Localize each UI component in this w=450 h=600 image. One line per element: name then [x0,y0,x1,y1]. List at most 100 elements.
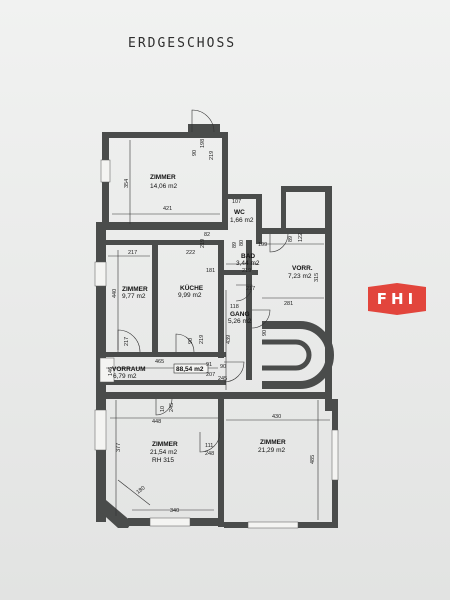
windows [94,159,339,529]
dim-label: 219 [242,268,251,274]
logo-text: FHI [376,290,418,308]
dim-label: 430 [272,414,281,420]
wall [96,500,132,528]
dim-label: 315 [314,273,320,282]
dim-label: 448 [152,419,161,425]
fhi-logo: FHI [368,283,426,315]
wall [152,240,158,352]
door-swing [199,431,221,453]
dim-label: 122 [298,233,304,242]
stair-wall [262,321,334,389]
wall [102,132,228,138]
logo-shape [368,283,426,315]
window [99,357,115,383]
wall [218,240,224,358]
dim-label: 90 [220,364,226,370]
door-swing [175,333,195,353]
dim-label: 109 [258,242,267,248]
wall [325,186,332,411]
door-swing [251,309,271,329]
dim-label: 281 [284,301,293,307]
room-area-vorraum: 6,79 m2 [113,373,137,380]
wall [228,194,262,199]
stair-wall [262,339,312,371]
dim-label: 245 [169,403,175,412]
dim-label: 82 [204,232,210,238]
dim-label: 219 [199,335,205,344]
dim-label: 10 [160,406,166,412]
room-area-zimmer-small: 9,77 m2 [122,293,146,300]
dim-label: 248 [205,451,214,457]
room-area-vorr: 7,23 m2 [288,273,312,280]
wall [106,240,224,245]
dim-label: 217 [128,250,137,256]
door-swing [155,398,173,416]
dim-label: 421 [163,206,172,212]
dimension-labels: 198 90 219 354 421 107 82 217 222 219 18… [108,139,320,514]
wall [246,240,252,380]
dim-label: 90 [192,150,198,156]
room-name-zimmer-right: ZIMMER [260,439,286,446]
door-swing [235,284,253,302]
dim-label: 219 [209,151,215,160]
room-area-zimmer-left: 21,54 m2 [150,449,177,456]
room-name-bad: BAD [241,253,255,260]
window [149,517,191,527]
dim-label: 485 [310,455,316,464]
dim-label: 111 [205,443,213,449]
wall [106,380,226,385]
dimension-lines [106,140,330,520]
dim-label: 245 [218,376,227,382]
dim-label: 440 [112,289,118,298]
wall [96,222,228,230]
total-area: 88,54 m2 [176,366,204,373]
room-area-bad: 3,44 m2 [236,260,260,267]
door-swing [223,361,245,383]
room-name-wc: WC [234,209,245,216]
wall [262,228,332,234]
room-area-zimmer-right: 21,29 m2 [258,447,285,454]
dim-label: 91 [206,362,212,368]
dim-label: 90 [262,330,268,336]
plan-heading: ERDGESCHOSS [128,36,237,51]
dim-label: 180 [136,485,147,495]
dim-label: 118 [230,304,239,310]
dim-label: 181 [206,268,215,274]
wall [224,270,258,275]
dim-label: 217 [124,337,130,346]
dim-label: 439 [226,335,232,344]
wall [106,352,226,357]
room-name-kueche: KÜCHE [180,283,204,292]
room-area-kueche: 9,99 m2 [178,292,202,299]
room-labels: ZIMMER 14,06 m2 WC 1,66 m2 BAD 3,44 m2 V… [112,174,313,464]
dim-line [117,479,151,506]
logo-badge-icon [368,283,426,315]
dim-label: 465 [155,359,164,365]
dim-label: 146 [108,367,114,376]
doors [117,109,289,453]
dim-label: 89 [232,242,238,248]
total-area-box [173,363,209,374]
window [94,261,107,287]
dim-label: 354 [124,179,130,188]
dim-label: 107 [232,199,241,205]
room-name-vorraum: VORRAUM [112,366,146,373]
room-name-zimmer-small: ZIMMER [122,286,148,293]
wall [281,186,325,192]
room-note-zimmer-left: RH 315 [152,457,174,464]
dim-label: 207 [206,372,215,378]
door-swing [269,233,289,253]
room-area-gang: 5,26 m2 [228,318,252,325]
room-name-zimmer-top: ZIMMER [150,174,176,181]
dim-label: 80 [239,240,245,246]
door-swing [191,109,215,133]
wall [218,392,224,527]
wall [281,186,286,230]
dim-label: 377 [116,443,122,452]
dim-label: 90 [188,338,194,344]
room-name-vorr: VORR. [292,265,313,272]
dim-label: 217 [246,286,255,292]
room-area-zimmer-top: 14,06 m2 [150,183,177,190]
